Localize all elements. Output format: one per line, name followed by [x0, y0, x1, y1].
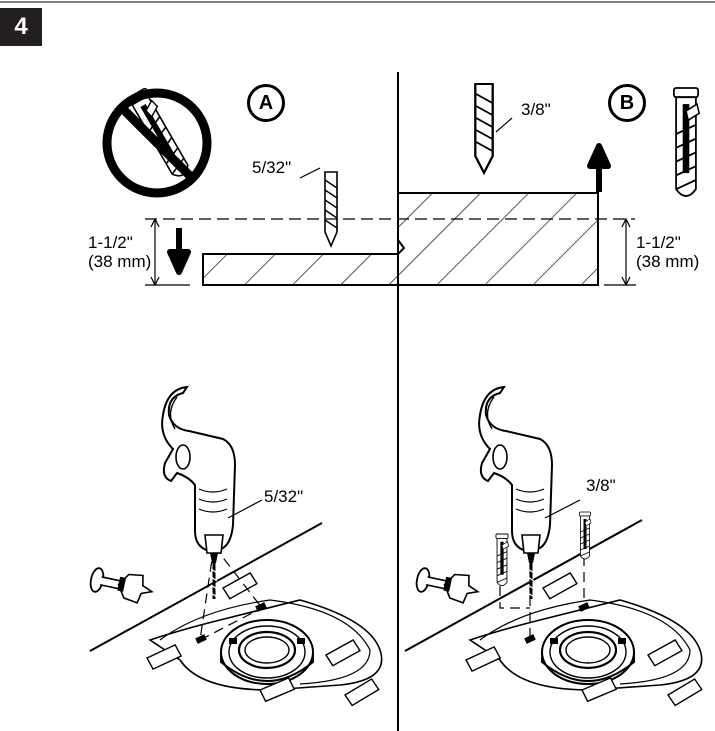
flange-icon — [540, 618, 636, 686]
wall-anchor-icon — [672, 87, 701, 198]
up-arrow-icon — [587, 143, 611, 192]
flange-icon — [219, 618, 315, 686]
panel-b-drill-bit-label: 3/8" — [586, 476, 616, 495]
step-number-badge: 4 — [0, 8, 42, 46]
panel-a-drill-bit-label: 5/32" — [264, 487, 304, 506]
drill-bit-icon — [324, 171, 338, 247]
panel-a-depth-label: 1-1/2" (38 mm) — [88, 233, 151, 271]
panel-b-depth-inches: 1-1/2" — [636, 233, 681, 252]
panel-a-depth-mm: (38 mm) — [88, 252, 152, 271]
panel-b-badge: B — [608, 84, 646, 122]
drill-bit-icon — [474, 82, 494, 174]
panel-b-depth-label: 1-1/2" (38 mm) — [636, 233, 699, 271]
wall-anchor-icon — [495, 533, 510, 587]
panel-b-depth-mm: (38 mm) — [636, 252, 700, 271]
wall-anchor-icon — [579, 511, 592, 560]
no-anchor-icon — [102, 86, 212, 198]
power-drill-icon — [477, 385, 554, 601]
panel-a-depth-inches: 1-1/2" — [88, 233, 133, 252]
bolt-icon — [87, 564, 156, 607]
down-arrow-icon — [167, 228, 191, 275]
panel-a-badge: A — [247, 84, 285, 122]
toilet-outline-icon — [148, 599, 383, 691]
board-b — [397, 192, 599, 286]
power-drill-icon — [160, 385, 237, 601]
panel-b-bit-size-label: 3/8" — [521, 100, 551, 119]
panel-a-bit-size-label: 5/32" — [252, 158, 292, 177]
board-a — [202, 253, 399, 286]
bolt-icon — [413, 564, 482, 607]
toilet-outline-icon — [468, 599, 703, 691]
